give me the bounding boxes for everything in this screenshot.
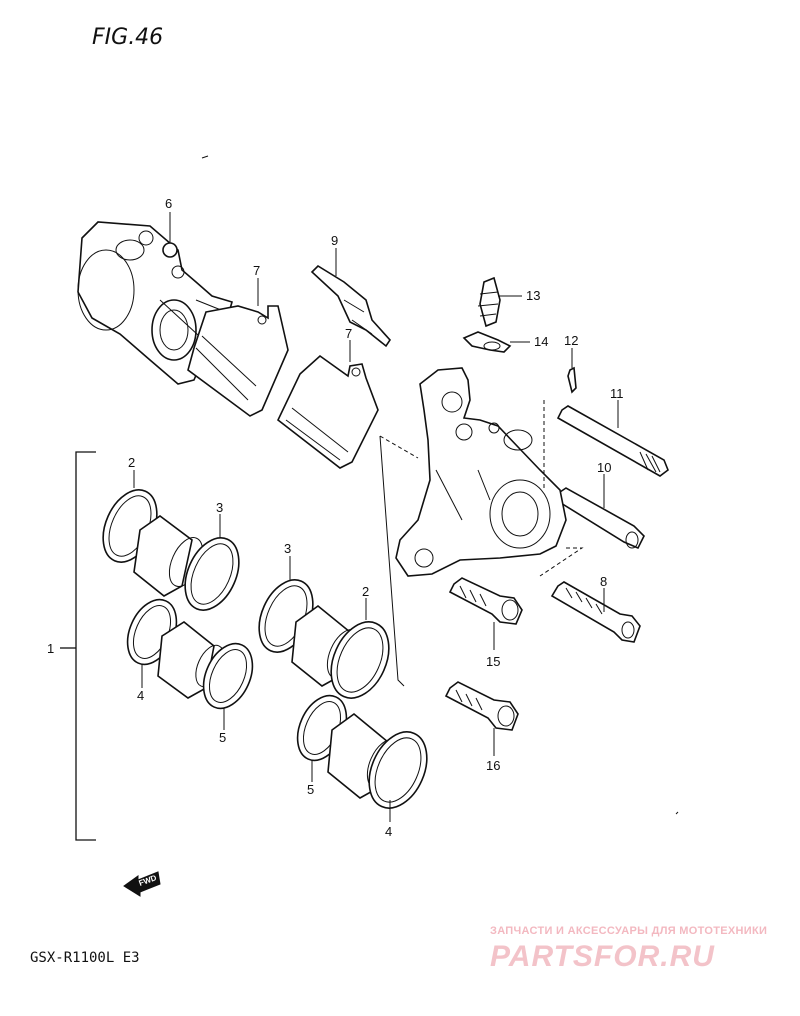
callout-4b: 4 bbox=[385, 824, 392, 839]
piston-seal-3-upper bbox=[184, 537, 240, 611]
brake-pad-rear bbox=[187, 305, 289, 417]
callout-13: 13 bbox=[526, 288, 540, 303]
caliper-bolt-6 bbox=[162, 242, 178, 258]
callout-2a: 2 bbox=[128, 455, 135, 470]
brake-pad-front bbox=[276, 354, 379, 469]
pad-pin bbox=[556, 405, 669, 477]
clip bbox=[567, 366, 577, 394]
forward-arrow-icon: FWD bbox=[123, 871, 161, 897]
callout-14: 14 bbox=[534, 334, 548, 349]
model-code: GSX-R1100L E3 bbox=[30, 950, 140, 966]
bleeder-cap bbox=[462, 331, 512, 353]
bolt-15 bbox=[448, 577, 523, 625]
piston-seal-5-lower bbox=[202, 642, 254, 710]
bolt-8 bbox=[550, 581, 641, 643]
bolt-16 bbox=[444, 681, 519, 731]
assembly-bracket bbox=[60, 451, 96, 841]
callout-9: 9 bbox=[331, 233, 338, 248]
callout-1: 1 bbox=[47, 641, 54, 656]
callout-7a: 7 bbox=[253, 263, 260, 278]
callout-5a: 5 bbox=[219, 730, 226, 745]
figure-label: FIG.46 bbox=[92, 25, 163, 50]
dust-seal-2-right bbox=[330, 621, 390, 699]
callout-3b: 3 bbox=[284, 541, 291, 556]
bleeder-valve bbox=[477, 276, 501, 328]
watermark-site: PARTSFOR.RU bbox=[490, 940, 715, 973]
pad-spring bbox=[310, 264, 392, 348]
slide-pin bbox=[554, 487, 645, 550]
callout-11: 11 bbox=[610, 386, 624, 401]
piston-upper-left bbox=[133, 515, 204, 597]
dust-seal-4-right bbox=[368, 731, 428, 809]
callout-7b: 7 bbox=[345, 326, 352, 341]
callout-16: 16 bbox=[486, 758, 500, 773]
caliper-bracket bbox=[395, 367, 567, 577]
callout-4a: 4 bbox=[137, 688, 144, 703]
callout-5b: 5 bbox=[307, 782, 314, 797]
callout-3a: 3 bbox=[216, 500, 223, 515]
callout-15: 15 bbox=[486, 654, 500, 669]
callout-12: 12 bbox=[564, 333, 578, 348]
watermark-tagline: ЗАПЧАСТИ И АКСЕССУАРЫ ДЛЯ МОТОТЕХНИКИ bbox=[490, 925, 767, 937]
caliper-housing bbox=[77, 221, 233, 385]
callout-10: 10 bbox=[597, 460, 611, 475]
callout-6: 6 bbox=[165, 196, 172, 211]
callout-8: 8 bbox=[600, 574, 607, 589]
callout-2b: 2 bbox=[362, 584, 369, 599]
